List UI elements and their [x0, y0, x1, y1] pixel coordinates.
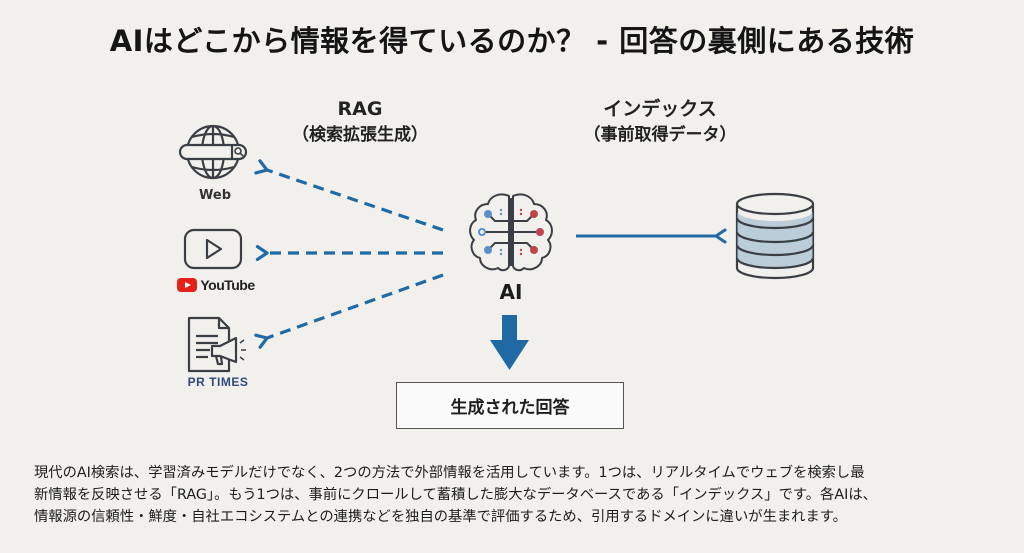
rag-heading: RAG （検索拡張生成） — [280, 96, 440, 148]
description-paragraph: 現代のAI検索は、学習済みモデルだけでなく、2つの方法で外部情報を活用しています… — [34, 462, 994, 528]
generated-answer-label: 生成された回答 — [450, 398, 570, 418]
youtube-logo-icon — [177, 278, 198, 292]
source-label-youtube: YouTube — [176, 275, 256, 295]
brain-circuit-icon — [469, 193, 553, 272]
rag-subtitle: （検索拡張生成） — [292, 125, 428, 145]
description-line: 現代のAI検索は、学習済みモデルだけでなく、2つの方法で外部情報を活用しています… — [34, 465, 865, 481]
database-icon — [735, 192, 815, 280]
down-arrow-icon — [490, 315, 529, 370]
index-heading: インデックス （事前取得データ） — [560, 96, 760, 148]
index-subtitle: （事前取得データ） — [583, 125, 737, 145]
ai-label: AI — [499, 280, 523, 304]
source-label-web: Web — [199, 188, 231, 203]
generated-answer-box: 生成された回答 — [396, 382, 624, 429]
press-release-megaphone-icon — [187, 316, 246, 373]
description-line: 情報源の信頼性・鮮度・自社エコシステムとの連携などを独自の基準で評価するため、引… — [34, 509, 847, 525]
description-line: 新情報を反映させる「RAG」。もう1つは、事前にクロールして蓄積した膨大なデータ… — [34, 487, 877, 503]
page-title: AIはどこから情報を得ているのか？ - 回答の裏側にある技術 — [109, 24, 915, 58]
youtube-play-icon — [183, 228, 243, 270]
rag-arrow-prtimes — [254, 273, 444, 349]
source-label-prtimes: PR TIMES — [187, 375, 249, 389]
index-title: インデックス — [603, 98, 717, 120]
rag-title: RAG — [337, 98, 383, 120]
rag-arrow-web — [254, 159, 444, 232]
globe-search-icon — [178, 124, 248, 180]
youtube-wordmark: YouTube — [200, 277, 255, 293]
